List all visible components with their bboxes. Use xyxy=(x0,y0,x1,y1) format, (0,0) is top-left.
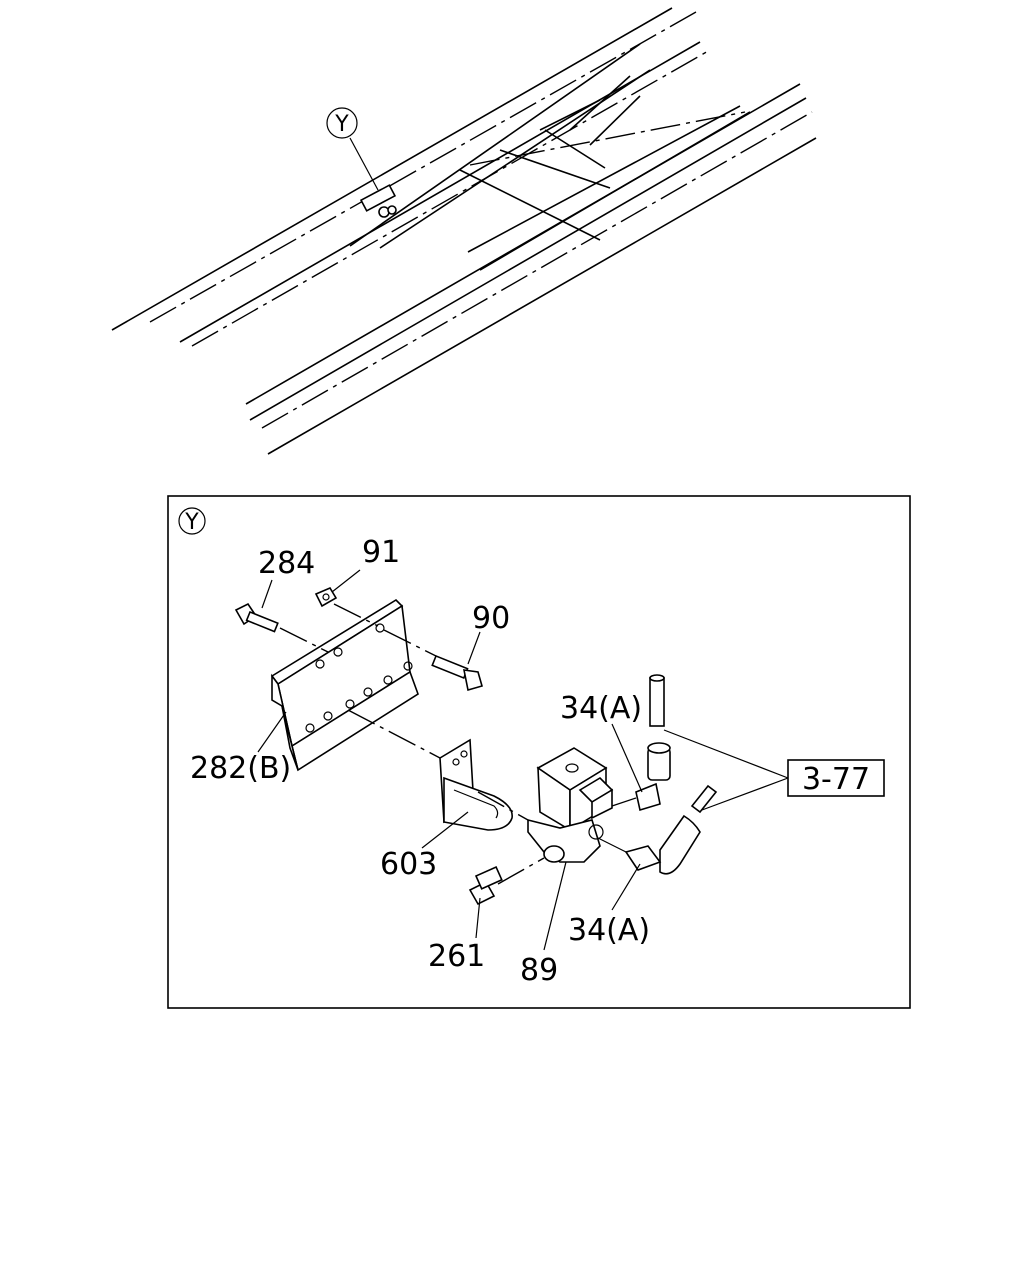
reference-box-3-77: 3-77 xyxy=(787,759,885,797)
bracket-282b xyxy=(270,598,419,772)
view-marker-detail-label: Y xyxy=(184,510,199,535)
callout-90: 90 xyxy=(472,601,510,636)
reference-box-label: 3-77 xyxy=(802,762,870,797)
fitting-34a-upper xyxy=(611,674,671,812)
leader-lines xyxy=(257,569,789,951)
callout-89: 89 xyxy=(520,953,558,988)
plug-261 xyxy=(468,857,545,906)
callout-91: 91 xyxy=(362,535,400,570)
bolt-90 xyxy=(383,629,483,692)
chassis-frame-overview xyxy=(111,7,817,455)
callout-261: 261 xyxy=(428,939,485,974)
view-marker-detail: Y xyxy=(178,507,206,535)
callout-282b: 282(B) xyxy=(190,751,291,786)
callout-34a-bottom: 34(A) xyxy=(568,913,650,948)
solenoid-valve xyxy=(477,747,614,863)
nut-91 xyxy=(314,586,379,627)
callout-34a-top: 34(A) xyxy=(560,691,642,726)
callout-labels: 284 91 90 282(B) 34(A) 603 261 89 34(A) xyxy=(190,535,650,988)
callout-603: 603 xyxy=(380,847,437,882)
bracket-603 xyxy=(347,709,513,831)
callout-284: 284 xyxy=(258,546,315,581)
view-marker-top-label: Y xyxy=(334,112,349,137)
detail-view-frame xyxy=(167,495,911,1009)
bolt-284 xyxy=(234,602,329,653)
view-marker-top: Y xyxy=(326,107,358,139)
fitting-34a-lower xyxy=(597,784,718,875)
